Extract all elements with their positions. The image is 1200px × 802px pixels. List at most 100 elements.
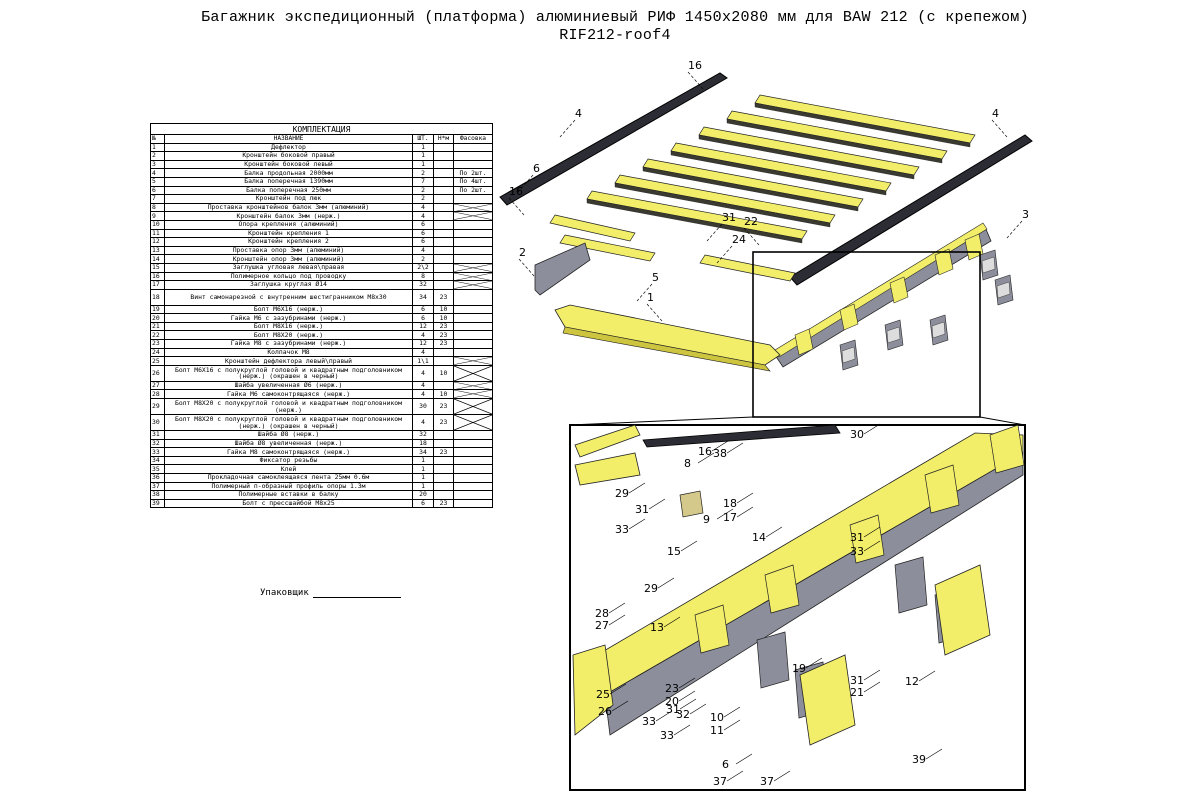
cell-pack <box>453 380 493 391</box>
clamp-pad <box>931 321 946 339</box>
cell-name: Гайка М8 с зазубринами (нерж.) <box>164 339 413 349</box>
detail-callout-39: 39 <box>912 753 926 766</box>
cell-pack <box>453 202 493 213</box>
cell-name: Прокладочная самоклеящаяся лента 25мм 0.… <box>164 473 413 483</box>
detail-leader-line <box>726 770 744 782</box>
cell-name: Гайка М8 самоконтрящаяся (нерж.) <box>164 447 413 457</box>
cell-pack <box>453 211 493 221</box>
col-qty: ШТ. <box>412 134 434 144</box>
detail-callout-17: 17 <box>723 511 737 524</box>
cell-num: 6 <box>150 185 165 196</box>
detail-callout-18: 18 <box>723 497 737 510</box>
cell-name: Кронштейн балок 3мм (нерж.) <box>164 211 413 221</box>
cell-qty: 8 <box>412 271 434 282</box>
packer-label: Упаковщик <box>260 588 309 598</box>
detail-callout-21: 21 <box>850 686 864 699</box>
callout-label-16: 16 <box>688 59 702 72</box>
crossed-cell-mark <box>455 382 491 389</box>
detail-callout-33: 33 <box>850 545 864 558</box>
cell-qty: 4 <box>412 347 434 358</box>
leader-line <box>646 303 663 322</box>
cell-num: 38 <box>150 490 165 500</box>
cell-nm <box>433 271 454 282</box>
cell-num: 33 <box>150 447 165 457</box>
cell-nm <box>433 430 454 440</box>
detail-foot <box>989 424 1025 474</box>
cell-pack <box>453 356 493 366</box>
leader-line <box>1006 220 1023 239</box>
cell-num: 35 <box>150 464 165 474</box>
leaders-detail <box>608 423 943 782</box>
cell-pack: По 2шт. <box>453 185 493 196</box>
detail-leader-line <box>863 669 881 681</box>
cell-nm <box>433 219 454 230</box>
cell-name: Кронштейн крепления 1 <box>164 228 413 239</box>
callout-label-3: 3 <box>1022 208 1029 221</box>
cell-nm <box>433 237 454 247</box>
detail-leader-line <box>611 700 629 712</box>
detail-callout-27: 27 <box>595 619 609 632</box>
cell-name: Заглушка угловая левая\правая <box>164 262 413 273</box>
detail-leader-line <box>679 698 697 710</box>
crossed-cell-mark <box>454 415 492 430</box>
cell-nm: 10 <box>433 313 454 323</box>
cell-name: Винт самонарезной с внутренним шестигран… <box>164 288 413 306</box>
detail-side-rail-top <box>579 432 1024 696</box>
cell-pack <box>453 347 493 358</box>
detail-foot <box>764 564 800 614</box>
cell-num: 5 <box>150 176 165 187</box>
detail-leader-line <box>863 681 881 693</box>
detail-callout-33: 33 <box>615 523 629 536</box>
cell-name: Полимерный п-образный профиль опоры 1.3м <box>164 481 413 492</box>
clamp-pad <box>996 281 1011 299</box>
detail-leader-line <box>765 526 783 538</box>
detail-callout-10: 10 <box>710 711 724 724</box>
cell-name: Шайба Ø8 (нерж.) <box>164 430 413 440</box>
cell-name: Шайба Ø8 увеличенная (нерж.) <box>164 438 413 449</box>
cell-num: 22 <box>150 330 165 341</box>
detail-leader-line <box>608 614 626 626</box>
leader-line <box>706 223 723 242</box>
cell-qty: 1 <box>412 142 434 153</box>
detail-leader-line <box>678 677 696 689</box>
cell-pack <box>453 151 493 161</box>
detail-callout-31: 31 <box>850 531 864 544</box>
cell-nm <box>433 168 454 178</box>
cell-qty: 12 <box>412 321 434 332</box>
cell-qty: 18 <box>412 438 434 449</box>
detail-leader-line <box>735 753 753 765</box>
cell-num: 36 <box>150 473 165 483</box>
detail-callout-13: 13 <box>650 621 664 634</box>
cell-qty: 32 <box>412 430 434 440</box>
cell-pack <box>453 313 493 323</box>
leader-line <box>687 71 704 90</box>
leader-line <box>716 245 733 264</box>
detail-leader-line <box>863 423 881 435</box>
detail-callout-29: 29 <box>644 582 658 595</box>
cell-name: Балка поперечная 1390мм <box>164 176 413 187</box>
detail-leader-line <box>863 540 881 552</box>
cell-qty: 4 <box>412 211 434 221</box>
short-crossbar <box>549 214 636 242</box>
cell-name: Кронштейн боковой правый <box>164 151 413 161</box>
cell-num: 12 <box>150 237 165 247</box>
detail-leader-line <box>628 518 646 530</box>
clamp-pad <box>841 346 856 364</box>
